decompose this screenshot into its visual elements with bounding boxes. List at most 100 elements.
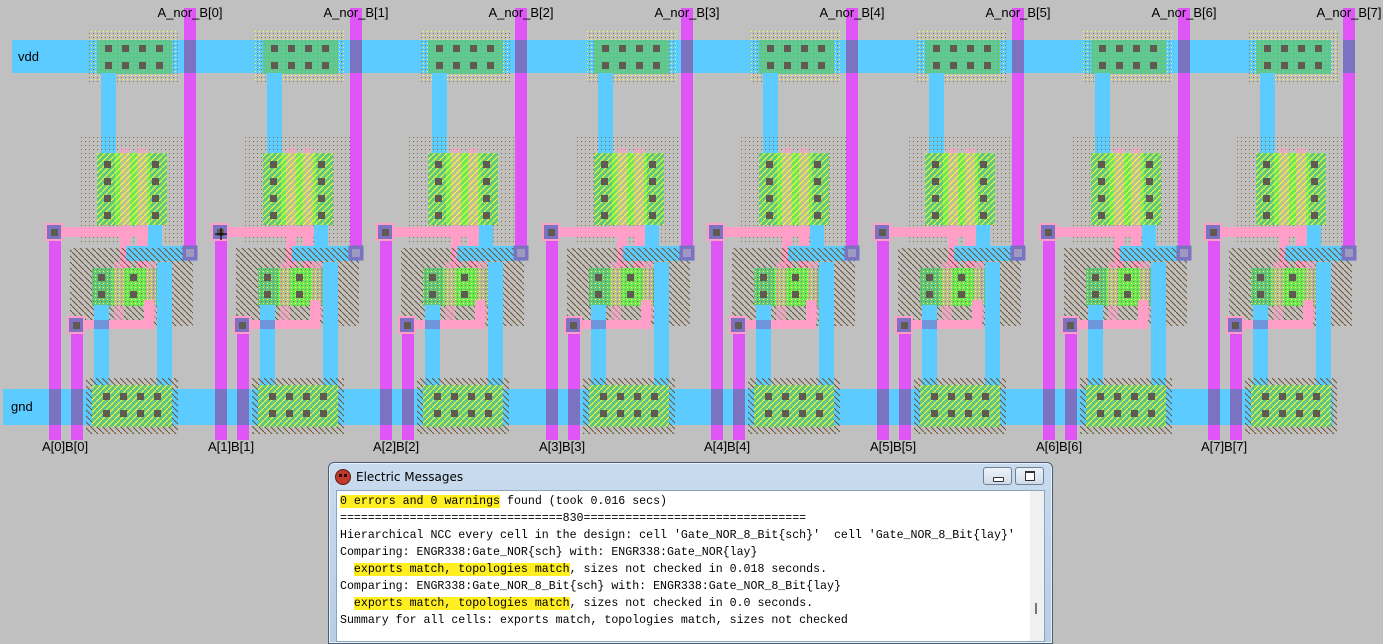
poly-route-b <box>80 320 154 329</box>
contact-cut <box>601 161 608 168</box>
contact-cut <box>1313 393 1320 400</box>
contact-cut <box>1263 212 1270 219</box>
nmos-source-wire-1 <box>1088 305 1103 390</box>
rail-crossing <box>215 389 227 425</box>
message-line: 0 errors and 0 warnings found (took 0.01… <box>340 493 1026 510</box>
contact-cut <box>933 45 940 52</box>
gnd-contact-implant <box>1086 385 1166 427</box>
contact-cut <box>1148 393 1155 400</box>
contact-cut <box>303 393 310 400</box>
contact-cut <box>152 161 159 168</box>
contact-cut <box>1146 212 1153 219</box>
contact-cut <box>1279 393 1286 400</box>
contact-cut <box>1116 62 1123 69</box>
contact-cut <box>451 393 458 400</box>
gnd-contact-implant <box>1251 385 1331 427</box>
output-via-center <box>1180 249 1188 257</box>
minimize-button[interactable] <box>983 467 1012 485</box>
rail-crossing <box>1343 40 1355 73</box>
pmos-source-wire <box>929 73 944 155</box>
contact-cut <box>627 274 634 281</box>
scrollbar-thumb[interactable] <box>1035 603 1037 614</box>
contact-cut <box>617 393 624 400</box>
contact-cut <box>595 291 602 298</box>
contact-cut <box>784 45 791 52</box>
input-b-via-cut <box>404 322 411 329</box>
contact-cut <box>814 178 821 185</box>
metal-overlap <box>425 320 440 329</box>
poly-route-b-up <box>1138 300 1148 329</box>
vertical-scrollbar[interactable] <box>1030 491 1044 641</box>
messages-window[interactable]: Electric Messages 0 errors and 0 warning… <box>328 462 1053 644</box>
contact-cut <box>122 45 129 52</box>
contact-cut <box>600 393 607 400</box>
contact-cut <box>931 410 938 417</box>
contact-cut <box>1311 161 1318 168</box>
contact-cut <box>453 62 460 69</box>
contact-cut <box>984 62 991 69</box>
contact-cut <box>264 291 271 298</box>
contact-cut <box>801 62 808 69</box>
contact-cut <box>485 410 492 417</box>
poly-route-b-up <box>1303 300 1313 329</box>
pmos-source-wire <box>763 73 778 155</box>
messages-text-area[interactable]: 0 errors and 0 warnings found (took 0.01… <box>336 490 1045 642</box>
output-export-label: A_nor_B[7] <box>1316 5 1381 20</box>
contact-cut <box>318 212 325 219</box>
contact-cut <box>627 291 634 298</box>
message-line: ================================830=====… <box>340 510 1026 527</box>
contact-cut <box>1264 62 1271 69</box>
contact-cut <box>1148 410 1155 417</box>
contact-cut <box>485 393 492 400</box>
contact-cut <box>122 62 129 69</box>
contact-cut <box>634 410 641 417</box>
contact-cut <box>1131 410 1138 417</box>
messages-window-titlebar[interactable]: Electric Messages <box>335 467 463 487</box>
message-text: Hierarchical NCC every cell in the desig… <box>340 529 1015 542</box>
input-b-export-label: B[2] <box>396 439 419 454</box>
contact-cut <box>429 291 436 298</box>
input-b-export-label: B[7] <box>1224 439 1247 454</box>
input-a-via-cut <box>1210 229 1217 236</box>
contact-cut <box>948 410 955 417</box>
contact-cut <box>1281 62 1288 69</box>
contact-cut <box>601 178 608 185</box>
contact-cut <box>1315 45 1322 52</box>
contact-cut <box>760 274 767 281</box>
input-a-export-label: A[0] <box>42 439 65 454</box>
rail-crossing <box>568 389 580 425</box>
poly-route-a <box>880 227 980 237</box>
contact-cut <box>461 274 468 281</box>
contact-cut <box>595 274 602 281</box>
maximize-button[interactable] <box>1015 467 1044 485</box>
contact-cut <box>1311 195 1318 202</box>
nor-gate-cell <box>707 8 860 440</box>
contact-cut <box>435 161 442 168</box>
contact-cut <box>816 393 823 400</box>
contact-cut <box>619 45 626 52</box>
contact-cut <box>1098 195 1105 202</box>
contact-cut <box>1099 62 1106 69</box>
nmos-source-wire-1 <box>425 305 440 390</box>
contact-cut <box>784 62 791 69</box>
pmos-source-wire <box>1260 73 1275 155</box>
rail-crossing <box>733 389 745 425</box>
contact-cut <box>305 62 312 69</box>
contact-cut <box>120 410 127 417</box>
contact-cut <box>651 410 658 417</box>
message-text <box>340 563 354 576</box>
poly-route-a <box>383 227 483 237</box>
contact-cut <box>651 393 658 400</box>
contact-cut <box>816 410 823 417</box>
gnd-contact-implant <box>920 385 1000 427</box>
contact-cut <box>120 393 127 400</box>
nmos-source-wire-1 <box>94 305 109 390</box>
nor-gate-cell <box>211 8 364 440</box>
message-text: found (took 0.016 secs) <box>500 495 668 508</box>
contact-cut <box>1150 62 1157 69</box>
poly-route-b <box>246 320 320 329</box>
contact-cut <box>801 45 808 52</box>
contact-cut <box>958 291 965 298</box>
contact-cut <box>1099 45 1106 52</box>
